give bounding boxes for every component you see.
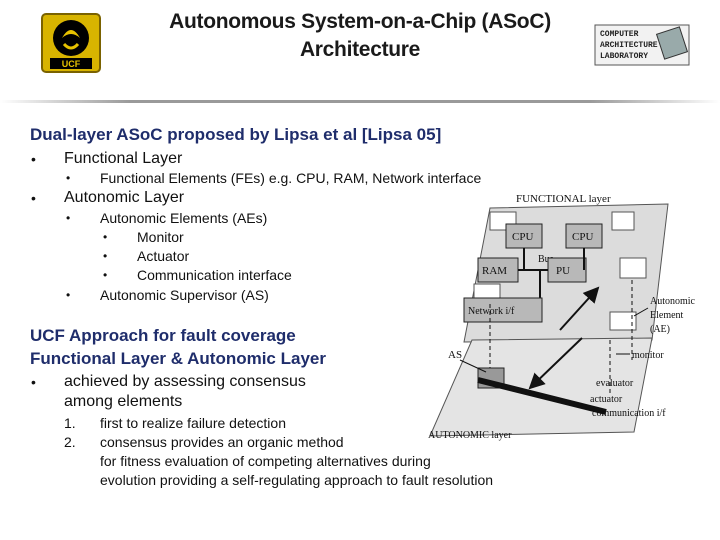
as-pointer (459, 359, 487, 373)
monitor-label: monitor (632, 350, 664, 361)
slide-title: Autonomous System-on-a-Chip (ASoC) Archi… (150, 8, 570, 64)
ae-arrow-2 (559, 286, 600, 331)
ram-label: RAM (482, 265, 507, 277)
functional-elements-text: Functional Elements (FEs) e.g. CPU, RAM,… (100, 170, 482, 186)
slide-title-line-1: Autonomous System-on-a-Chip (ASoC) (169, 10, 551, 33)
title-divider (0, 100, 720, 103)
functional-layer-label: FUNCTIONAL layer (516, 193, 611, 205)
numbered-item-2-continuation-2: evolution providing a self-regulating ap… (100, 472, 494, 488)
section-2-heading-line-2: Functional Layer & Autonomic Layer (30, 349, 326, 368)
lab-logo-line-2: ARCHITECTURE (600, 41, 658, 50)
slide-title-line-2: Architecture (299, 38, 421, 61)
ae-box-5 (609, 311, 637, 331)
section-2-heading-line-1: UCF Approach for fault coverage (30, 326, 296, 345)
cpu-2-block (565, 223, 603, 249)
bullet-autonomic-supervisor: • (66, 288, 71, 302)
ae-communication-bar (477, 377, 607, 415)
communication-if-label: communication i/f (592, 408, 666, 419)
ae-box-2 (611, 211, 635, 231)
numbered-item-1-text: first to realize failure detection (100, 415, 286, 431)
autonomic-layer-label: Autonomic Layer (64, 189, 185, 206)
cpu-1-label: CPU (512, 231, 533, 243)
pu-block (547, 257, 587, 283)
as-label: AS (448, 349, 462, 361)
functional-layer-label: Functional Layer (64, 150, 183, 167)
consensus-text-line-1: achieved by assessing consensus (64, 373, 306, 390)
network-block (463, 297, 543, 323)
communication-interface-text: Communication interface (137, 267, 292, 283)
ae-arrow-1 (528, 337, 583, 390)
actuator-label: actuator (590, 394, 623, 405)
computer-architecture-lab-logo: COMPUTER ARCHITECTURE LABORATORY (594, 24, 690, 66)
lab-logo-line-3: LABORATORY (600, 52, 648, 61)
bullet-actuator: • (103, 249, 108, 263)
pu-label: PU (556, 265, 570, 277)
bullet-functional-layer: • (31, 151, 36, 167)
ucf-logo: UCF (41, 13, 101, 73)
number-2: 2. (64, 434, 76, 450)
numbered-item-2-text: consensus provides an organic method (100, 434, 344, 450)
consensus-text-line-2: among elements (64, 393, 183, 410)
numbered-item-2-continuation-1: for fitness evaluation of competing alte… (100, 453, 431, 469)
asoc-architecture-diagram: FUNCTIONAL layer AUTONOMIC layer CPU CPU… (428, 193, 696, 441)
bullet-consensus: • (31, 374, 36, 390)
ae-box-3 (619, 257, 647, 279)
ae-label-line-1: Autonomic (650, 296, 696, 307)
evaluator-label: evaluator (596, 378, 634, 389)
autonomic-elements-text: Autonomic Elements (AEs) (100, 210, 268, 226)
monitor-text: Monitor (137, 229, 184, 245)
ae-label-line-3: (AE) (650, 324, 670, 335)
actuator-text: Actuator (137, 248, 190, 264)
ae-pointer (633, 307, 649, 317)
bullet-functional-elements: • (66, 171, 71, 185)
bullet-communication-interface: • (103, 268, 108, 282)
cpu-1-block (505, 223, 543, 249)
network-label: Network i/f (468, 306, 515, 317)
bus-label: Bus (538, 254, 554, 265)
ram-block (477, 257, 519, 283)
bullet-autonomic-elements: • (66, 211, 71, 225)
ae-label-line-2: Element (650, 310, 684, 321)
bullet-monitor: • (103, 230, 108, 244)
number-1: 1. (64, 415, 76, 431)
autonomic-layer-label: AUTONOMIC layer (428, 430, 512, 441)
bullet-autonomic-layer: • (31, 190, 36, 206)
cpu-2-label: CPU (572, 231, 593, 243)
autonomic-supervisor-text: Autonomic Supervisor (AS) (100, 287, 269, 303)
lab-logo-line-1: COMPUTER (600, 30, 639, 39)
ucf-logo-text: UCF (62, 59, 81, 69)
section-1-heading: Dual-layer ASoC proposed by Lipsa et al … (30, 125, 442, 144)
